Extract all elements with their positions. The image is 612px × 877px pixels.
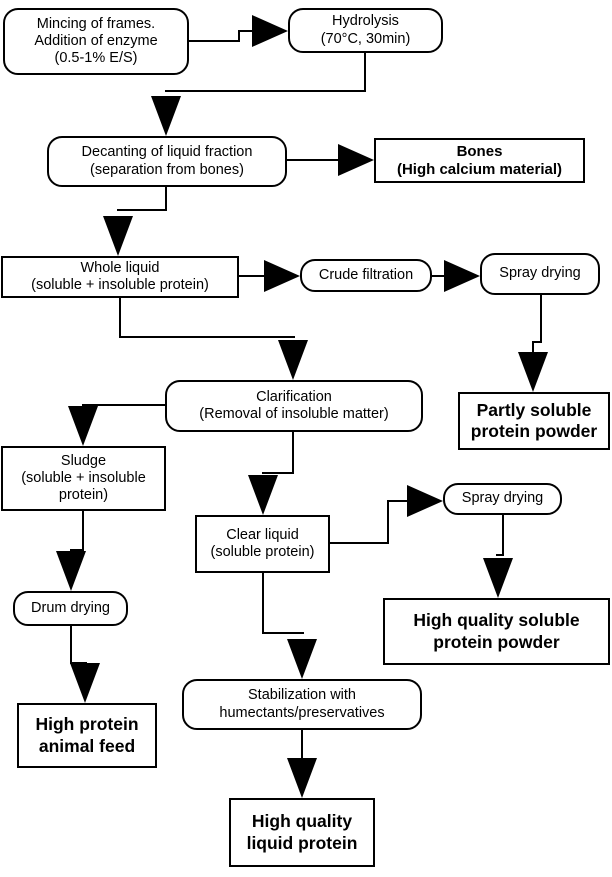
arrowhead-icon [68,406,98,446]
arrowhead-icon [151,96,181,136]
node-clarification: Clarification (Removal of insoluble matt… [165,380,423,432]
node-animal-feed: High protein animal feed [17,703,157,768]
node-mincing: Mincing of frames. Addition of enzyme (0… [3,8,189,75]
node-hq-soluble-powder: High quality soluble protein powder [383,598,610,665]
arrowhead-icon [483,558,513,598]
arrowhead-icon [278,340,308,380]
arrowhead-icon [444,260,480,292]
arrowhead-icon [287,758,317,798]
arrowhead-icon [407,485,443,517]
node-drum-drying: Drum drying [13,591,128,626]
node-hq-liquid-protein: High quality liquid protein [229,798,375,867]
arrowhead-icon [338,144,374,176]
node-hydrolysis: Hydrolysis (70°C, 30min) [288,8,443,53]
arrowhead-icon [264,260,300,292]
node-whole-liquid: Whole liquid (soluble + insoluble protei… [1,256,239,298]
arrowhead-icon [103,216,133,256]
node-bones: Bones (High calcium material) [374,138,585,183]
node-partly-soluble-powder: Partly soluble protein powder [458,392,610,450]
arrowhead-icon [287,639,317,679]
arrowhead-icon [518,352,548,392]
node-spray-drying-1: Spray drying [480,253,600,295]
arrowhead-icon [252,15,288,47]
node-crude-filtration: Crude filtration [300,259,432,292]
arrowhead-icon [70,663,100,703]
arrowhead-icon [248,475,278,515]
node-spray-drying-2: Spray drying [443,483,562,515]
node-decanting: Decanting of liquid fraction (separation… [47,136,287,187]
node-sludge: Sludge (soluble + insoluble protein) [1,446,166,511]
arrowhead-icon [56,551,86,591]
node-stabilization: Stabilization with humectants/preservati… [182,679,422,730]
node-clear-liquid: Clear liquid (soluble protein) [195,515,330,573]
